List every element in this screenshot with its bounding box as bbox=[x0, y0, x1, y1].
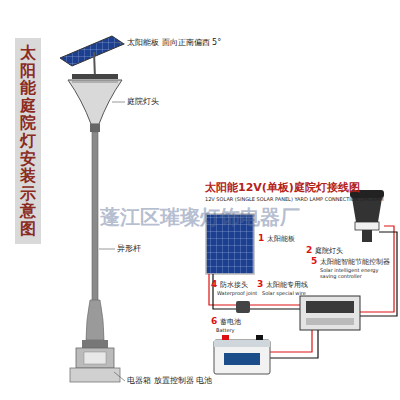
callout-number: 3 bbox=[257, 279, 263, 289]
part-label: 防水接头 bbox=[220, 281, 248, 289]
title-band: 太阳能庭院灯安装示意图 bbox=[15, 38, 41, 244]
part-label: 太阳能智能节能控制器 bbox=[320, 258, 390, 266]
english-label: Waterproof joint bbox=[217, 291, 257, 297]
english-label: Solar intelligent energy saving controll… bbox=[320, 268, 388, 280]
english-label: Solar special wire bbox=[262, 291, 306, 297]
part-label: 太阳能板 bbox=[267, 235, 295, 243]
callout-number: 6 bbox=[211, 316, 217, 326]
callout-number: 4 bbox=[211, 279, 217, 289]
controller bbox=[300, 296, 360, 330]
pole bbox=[70, 132, 120, 382]
part-label: 太阳能板 面向正南偏西 5° bbox=[127, 38, 227, 47]
callout-number: 1 bbox=[258, 233, 264, 243]
lamp-head bbox=[68, 74, 122, 132]
battery bbox=[214, 335, 270, 374]
part-label: 庭院灯头 bbox=[127, 97, 159, 106]
vertical-title: 太阳能庭院灯安装示意图 bbox=[20, 44, 36, 238]
callout-number: 5 bbox=[311, 256, 317, 266]
waterproof-joint bbox=[236, 301, 250, 313]
subtitle: 12V SOLAR (SINGLE SOLAR PANEL) YARD LAMP… bbox=[205, 197, 384, 203]
part-label: 太阳能专用线 bbox=[266, 281, 308, 289]
part-label: 异形杆 bbox=[117, 244, 141, 253]
diagram-title: 太阳能12V(单板)庭院灯接线图 bbox=[205, 182, 360, 195]
watermark: 蓬江区璀璨灯饰电器厂 bbox=[100, 206, 300, 229]
english-label: Battery bbox=[216, 328, 235, 334]
callout-number: 2 bbox=[306, 245, 312, 255]
part-label: 庭院灯头 bbox=[315, 247, 343, 255]
part-label: 蓄电池 bbox=[220, 318, 241, 326]
part-label: 电器箱 放置控制器 电池 bbox=[127, 376, 257, 385]
wires bbox=[209, 226, 397, 358]
solar-panel-top bbox=[60, 36, 124, 78]
